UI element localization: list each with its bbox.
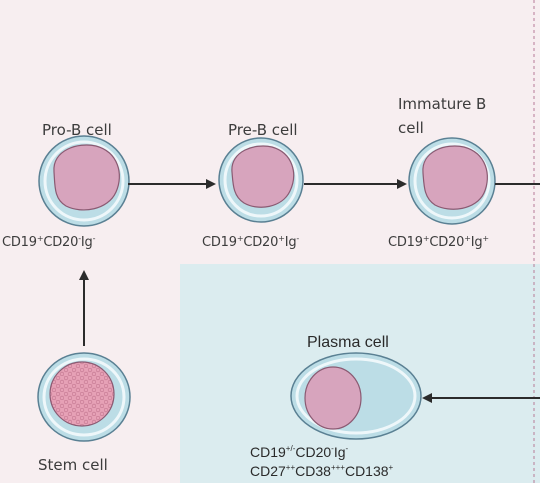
pre-b-marker: CD19+CD20+Ig-: [202, 234, 300, 250]
pre-b-cell: [218, 137, 304, 223]
immature-b-marker: CD19+CD20+Ig+: [388, 234, 489, 250]
plasma-nucleus: [304, 366, 362, 430]
stem-cell-label: Stem cell: [38, 456, 108, 474]
plasma-marker-line2: CD27++CD38+++CD138+: [250, 463, 394, 479]
pro-b-cell: [38, 135, 130, 227]
immature-b-label-line1: Immature B: [398, 95, 487, 113]
plasma-marker-line1: CD19+/-CD20-Ig-: [250, 444, 349, 460]
immature-b-cell: [408, 137, 496, 225]
immature-b-nucleus: [422, 145, 488, 210]
plasma-cell: [290, 352, 422, 440]
pro-b-label: Pro-B cell: [42, 121, 112, 139]
plasma-cell-label: Plasma cell: [307, 334, 389, 351]
pre-b-nucleus: [231, 145, 295, 208]
pro-b-marker: CD19+CD20-Ig-: [2, 234, 96, 250]
immature-b-label-line2: cell: [398, 119, 424, 137]
stem-nucleus: [49, 361, 115, 427]
pro-b-nucleus: [53, 144, 120, 211]
pre-b-label: Pre-B cell: [228, 121, 298, 139]
stem-cell: [37, 352, 131, 442]
